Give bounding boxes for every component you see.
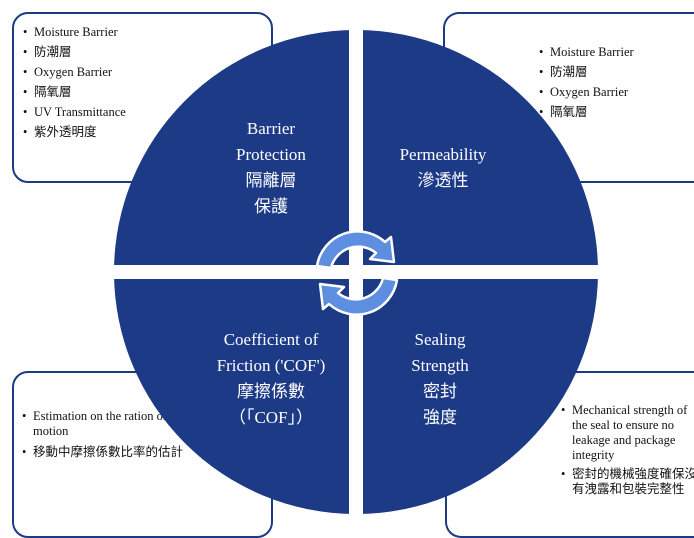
list-item: UV Transmittance [23, 102, 126, 122]
quadrant-title-line: Protection [236, 145, 306, 164]
quadrant-barrier-protection: Barrier Protection 隔離層 保護 [236, 119, 306, 216]
quadrant-title-line: Coefficient of [224, 330, 319, 349]
list-item: 隔氧層 [23, 82, 126, 102]
list-item: 移動中摩擦係數比率的估計 [22, 445, 248, 460]
quadrant-title-line: Friction ('COF') [217, 356, 326, 375]
quadrant-cof: Coefficient of Friction ('COF') 摩擦係數 （「C… [217, 330, 326, 427]
list-item: Oxygen Barrier [23, 62, 126, 82]
list-item: Oxygen Barrier [539, 82, 634, 102]
list-item: 隔氧層 [539, 102, 634, 122]
list-item: 防潮層 [23, 42, 126, 62]
barrier-protection-list: Moisture Barrier 防潮層 Oxygen Barrier 隔氧層 … [23, 22, 126, 142]
quadrant-title-line: 隔離層 [246, 171, 297, 190]
quadrant-sealing-strength: Sealing Strength 密封 強度 [411, 330, 469, 427]
quadrant-title-line: Barrier [247, 119, 295, 138]
list-item: Moisture Barrier [23, 22, 126, 42]
list-item: Mechanical strength of the seal to ensur… [561, 403, 694, 463]
quadrant-title-line: 滲透性 [418, 171, 469, 190]
quadrant-title-line: 強度 [423, 408, 457, 427]
quadrant-title-line: 保護 [254, 197, 288, 216]
quadrant-title-line: 密封 [423, 382, 457, 401]
horizontal-divider [110, 265, 602, 279]
quadrant-title-line: Strength [411, 356, 469, 375]
quadrant-title-line: Permeability [400, 145, 487, 164]
quadrant-permeability: Permeability 滲透性 [400, 145, 487, 190]
list-item: 紫外透明度 [23, 122, 126, 142]
cycle-arrows-icon [315, 230, 399, 316]
list-item: 密封的機械強度確保沒有洩露和包裝完整性 [561, 467, 694, 497]
list-item: Moisture Barrier [539, 42, 634, 62]
quadrant-title-line: 摩擦係數 [237, 382, 305, 401]
sealing-strength-list: Mechanical strength of the seal to ensur… [561, 403, 694, 497]
permeability-list: Moisture Barrier 防潮層 Oxygen Barrier 隔氧層 [539, 42, 634, 122]
quadrant-title-line: （「COF」） [229, 408, 313, 427]
quadrant-title-line: Sealing [415, 330, 466, 349]
list-item: 防潮層 [539, 62, 634, 82]
